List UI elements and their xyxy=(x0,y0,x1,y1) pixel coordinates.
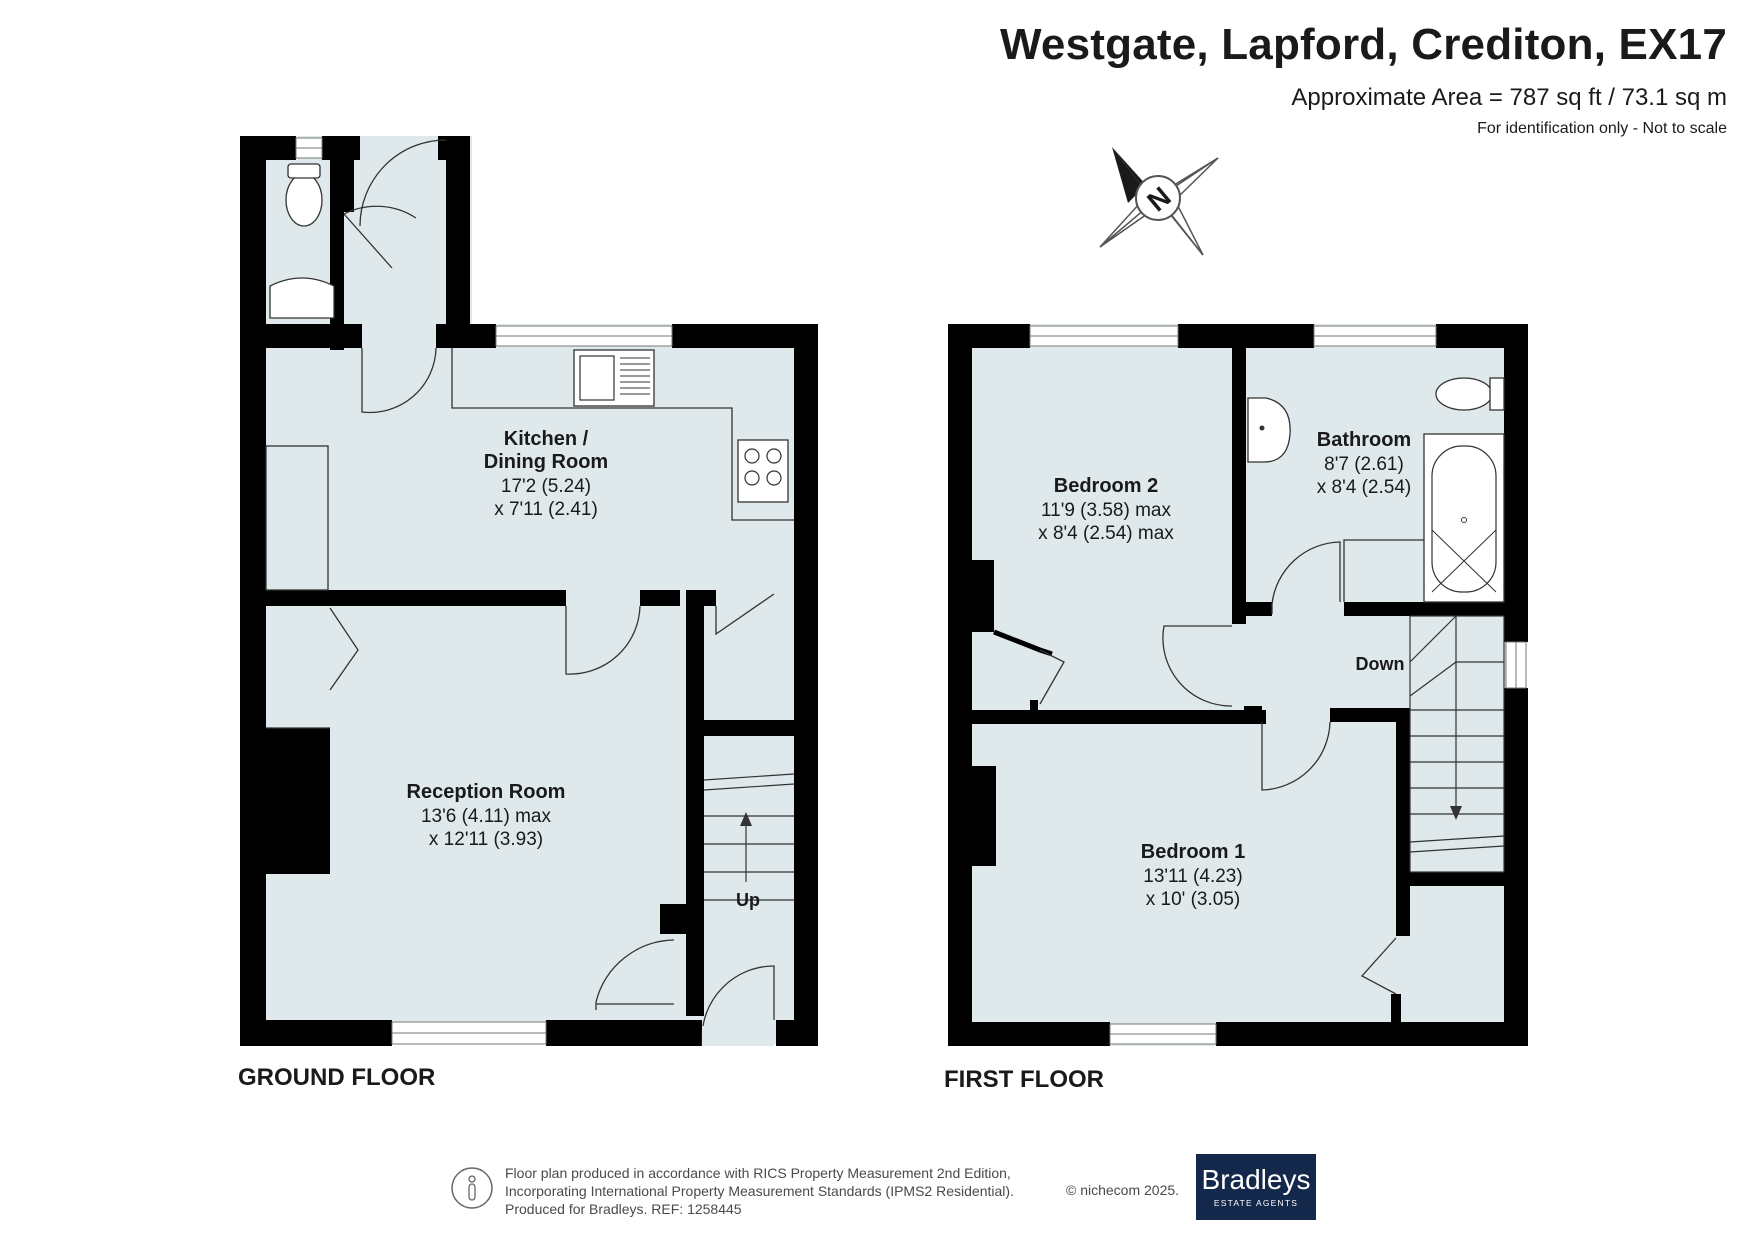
svg-text:Bathroom: Bathroom xyxy=(1317,429,1411,451)
logo-subtitle: ESTATE AGENTS xyxy=(1213,1198,1299,1208)
room-label-kitchen: Kitchen / Dining Room 17'2 (5.24) x 7'11… xyxy=(484,428,608,520)
footer-notes: Floor plan produced in accordance with R… xyxy=(505,1164,1014,1218)
svg-text:x 8'4 (2.54): x 8'4 (2.54) xyxy=(1317,477,1411,498)
svg-text:Bedroom 1: Bedroom 1 xyxy=(1141,841,1245,863)
rics-icon xyxy=(451,1167,493,1209)
page-title: Westgate, Lapford, Crediton, EX17 xyxy=(999,20,1727,69)
copyright: © nichecom 2025. xyxy=(1066,1182,1180,1198)
first-floor-plan xyxy=(948,324,1528,1046)
svg-text:13'6 (4.11) max: 13'6 (4.11) max xyxy=(421,806,552,827)
svg-text:x 10' (3.05): x 10' (3.05) xyxy=(1146,889,1240,910)
room-label-reception: Reception Room 13'6 (4.11) max x 12'11 (… xyxy=(407,781,566,850)
svg-text:17'2 (5.24): 17'2 (5.24) xyxy=(501,476,591,497)
area-summary: Approximate Area = 787 sq ft / 73.1 sq m xyxy=(1291,84,1727,111)
stairs-down-label: Down xyxy=(1356,654,1405,674)
stairs-up-label: Up xyxy=(736,890,760,910)
svg-text:x 8'4 (2.54) max: x 8'4 (2.54) max xyxy=(1038,523,1174,544)
room-label-bedroom-2: Bedroom 2 11'9 (3.58) max x 8'4 (2.54) m… xyxy=(1038,475,1174,544)
svg-text:Bedroom 2: Bedroom 2 xyxy=(1054,475,1158,497)
compass-icon: N xyxy=(1099,147,1219,256)
svg-text:Dining Room: Dining Room xyxy=(484,451,608,473)
scale-note: For identification only - Not to scale xyxy=(1477,120,1727,137)
svg-text:Kitchen /: Kitchen / xyxy=(504,428,589,450)
ground-floor-plan xyxy=(240,136,818,1046)
svg-text:8'7 (2.61): 8'7 (2.61) xyxy=(1324,454,1404,475)
room-label-bedroom-1: Bedroom 1 13'11 (4.23) x 10' (3.05) xyxy=(1141,841,1245,910)
footer-line-1: Floor plan produced in accordance with R… xyxy=(505,1165,1011,1181)
logo-name: Bradleys xyxy=(1201,1164,1311,1195)
footer-line-3: Produced for Bradleys. REF: 1258445 xyxy=(505,1201,742,1217)
footer-line-2: Incorporating International Property Mea… xyxy=(505,1183,1014,1199)
svg-text:13'11 (4.23): 13'11 (4.23) xyxy=(1143,866,1242,887)
first-floor-label: FIRST FLOOR xyxy=(944,1066,1104,1093)
bradleys-logo: Bradleys ESTATE AGENTS xyxy=(1196,1154,1316,1220)
ground-floor-label: GROUND FLOOR xyxy=(238,1064,436,1091)
svg-text:x 12'11 (3.93): x 12'11 (3.93) xyxy=(429,829,543,850)
svg-text:x 7'11 (2.41): x 7'11 (2.41) xyxy=(494,499,598,520)
svg-text:11'9 (3.58) max: 11'9 (3.58) max xyxy=(1041,500,1172,521)
room-label-bathroom: Bathroom 8'7 (2.61) x 8'4 (2.54) xyxy=(1317,429,1411,498)
svg-text:Reception Room: Reception Room xyxy=(407,781,566,803)
